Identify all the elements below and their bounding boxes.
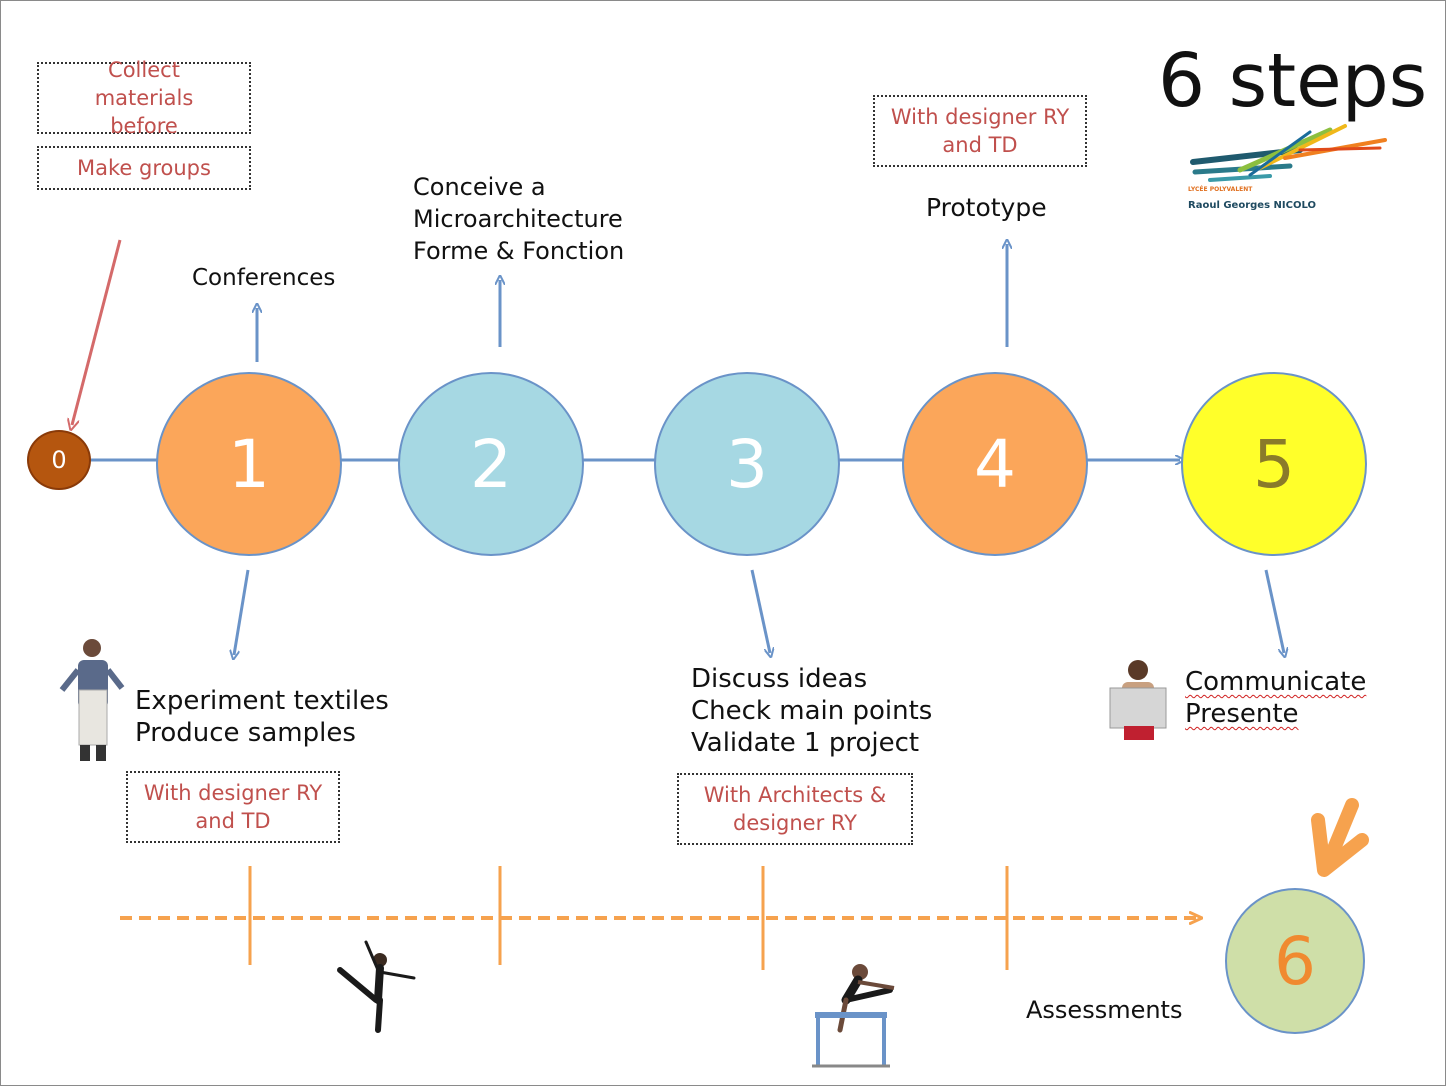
- label-conceive-line-1: Conceive a: [413, 173, 546, 201]
- step-number-2: 2: [470, 425, 512, 503]
- step-number-1: 1: [228, 425, 270, 503]
- label-communicate: Communicate Presente: [1185, 666, 1366, 730]
- note-experiment-designers: With designer RY and TD: [126, 771, 340, 843]
- presenter-figure-icon: [1109, 660, 1167, 740]
- hurdler-figure-icon: [812, 964, 895, 1068]
- label-communicate-line-2: Presente: [1185, 699, 1299, 729]
- arrow-down-5: [1264, 569, 1284, 653]
- label-assessments: Assessments: [1026, 996, 1183, 1024]
- step-number-6: 6: [1274, 922, 1316, 1000]
- label-experiment: Experiment textiles Produce samples: [135, 685, 389, 749]
- label-discuss-line-1: Discuss ideas: [691, 664, 868, 694]
- step-circle-3: 3: [654, 372, 840, 556]
- label-communicate-line-1: Communicate: [1185, 667, 1367, 697]
- jumping-woman-icon: [337, 940, 416, 1033]
- label-discuss-line-3: Validate 1 project: [691, 728, 920, 758]
- step-circle-5: 5: [1181, 372, 1367, 556]
- label-discuss: Discuss ideas Check main points Validate…: [691, 663, 932, 759]
- label-conceive-line-2: Microarchitecture: [413, 205, 623, 233]
- step-number-0: 0: [51, 446, 67, 474]
- label-conceive-line-3: Forme & Fonction: [413, 237, 625, 265]
- note-prototype-designers: With designer RY and TD: [873, 95, 1087, 167]
- step-circle-4: 4: [902, 372, 1088, 556]
- label-experiment-line-1: Experiment textiles: [135, 686, 389, 716]
- step-circle-0: 0: [27, 430, 91, 490]
- step-number-3: 3: [726, 425, 768, 503]
- arrow-down-3: [750, 569, 770, 653]
- label-conferences: Conferences: [192, 265, 336, 291]
- orange-arrow-icon: [1311, 798, 1369, 877]
- step-circle-2: 2: [398, 372, 584, 556]
- step-circle-6: 6: [1225, 888, 1365, 1034]
- step-circle-1: 1: [156, 372, 342, 556]
- worker-figure-icon: [59, 639, 125, 761]
- step-number-5: 5: [1253, 425, 1295, 503]
- step-number-4: 4: [974, 425, 1016, 503]
- school-logo-icon: [1190, 124, 1387, 182]
- label-discuss-line-2: Check main points: [691, 696, 933, 726]
- page-title: 6 steps: [1158, 38, 1428, 124]
- note-discuss-architects: With Architects & designer RY: [677, 773, 913, 845]
- arrow-down-1: [234, 569, 250, 655]
- logo-subtitle: LYCÉE POLYVALENT: [1188, 186, 1253, 193]
- logo-name: Raoul Georges NICOLO: [1188, 200, 1316, 211]
- label-prototype: Prototype: [926, 193, 1047, 222]
- note-make-groups: Make groups: [37, 146, 251, 190]
- label-conceive: Conceive a Microarchitecture Forme & Fon…: [413, 171, 624, 267]
- collect-arrow: [72, 239, 122, 425]
- note-collect-materials: Collect materials before: [37, 58, 251, 138]
- label-experiment-line-2: Produce samples: [135, 718, 356, 748]
